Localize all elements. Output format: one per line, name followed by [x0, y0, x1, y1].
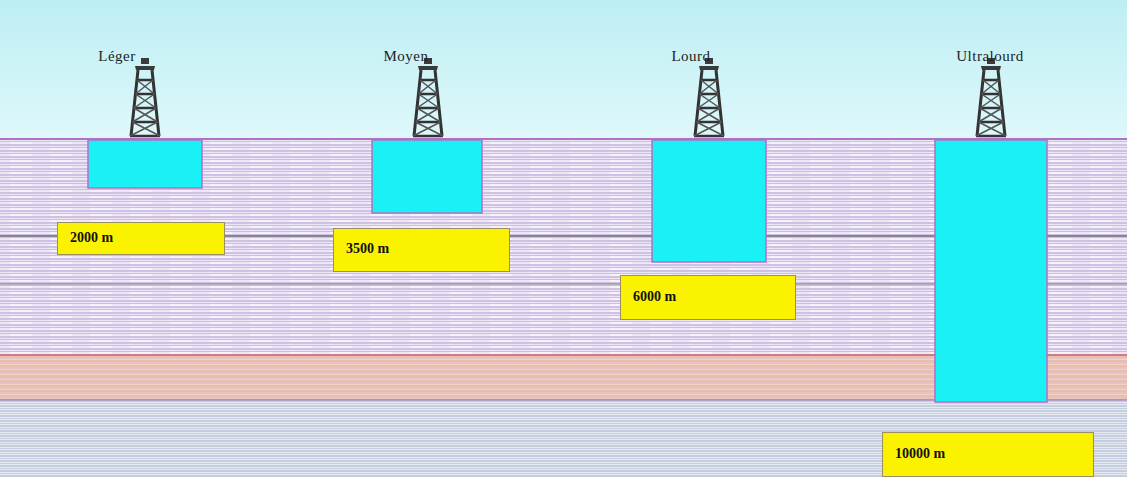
depth-label: 3500 m [346, 241, 389, 257]
depth-label: 10000 m [895, 446, 945, 462]
depth-box: 2000 m [57, 222, 225, 255]
depth-label: 2000 m [70, 230, 113, 246]
depth-box: 10000 m [882, 432, 1094, 477]
depth-box: 3500 m [333, 228, 510, 272]
oil-type-label: Ultralourd [956, 48, 1023, 65]
depth-box: 6000 m [620, 275, 796, 320]
oil-type-label: Lourd [671, 48, 710, 65]
oil-type-label: Moyen [384, 48, 429, 65]
oil-type-label: Léger [98, 48, 135, 65]
depth-label: 6000 m [633, 289, 676, 305]
